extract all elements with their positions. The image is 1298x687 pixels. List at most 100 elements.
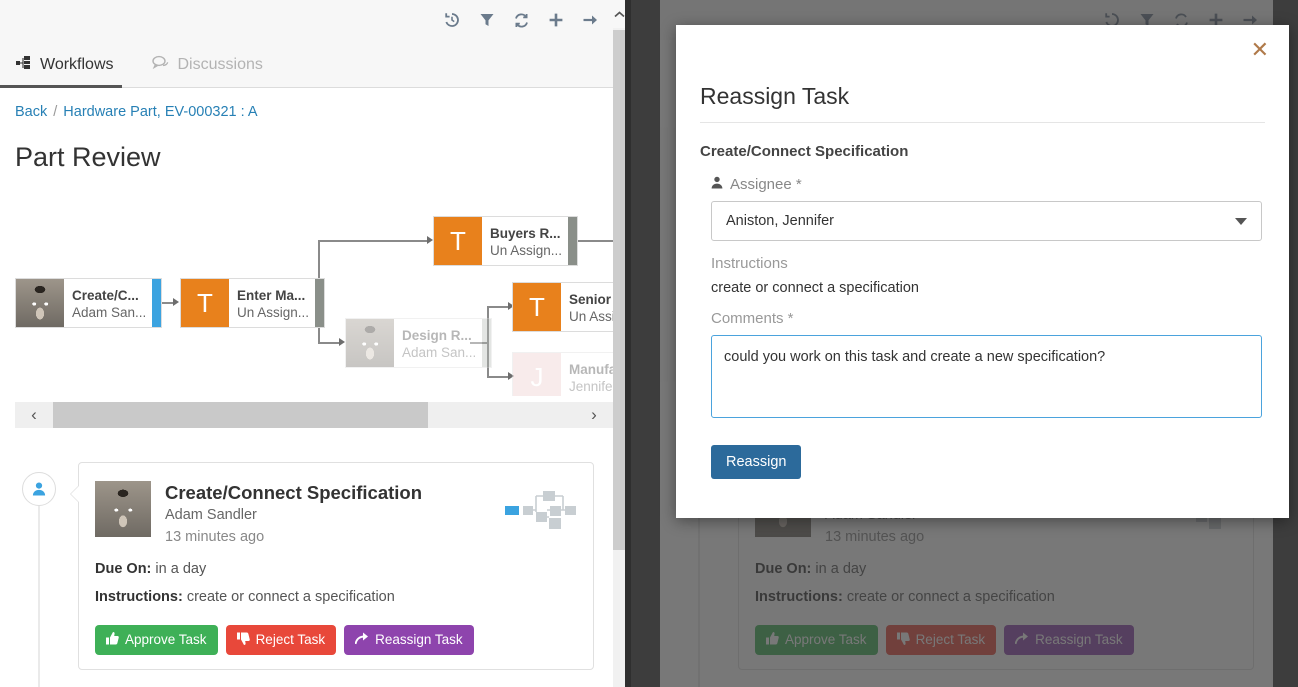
node-glyph: J bbox=[513, 353, 561, 396]
edge-to-manufacturing bbox=[487, 376, 509, 378]
close-icon[interactable]: ✕ bbox=[1250, 37, 1269, 62]
plus-icon bbox=[1208, 12, 1224, 28]
thumbs-down-icon bbox=[236, 632, 250, 648]
arrow-right-icon[interactable] bbox=[582, 12, 599, 28]
edge-design-vertical bbox=[487, 306, 489, 378]
page-title: Part Review bbox=[15, 142, 161, 172]
task-timestamp: 13 minutes ago bbox=[165, 528, 265, 545]
overlay-reject-task-button: Reject Task bbox=[885, 624, 997, 655]
workflow-node-enter-ma[interactable]: T Enter Ma... Un Assign... bbox=[180, 278, 326, 328]
reject-task-button[interactable]: Reject Task bbox=[225, 624, 337, 655]
refresh-icon[interactable] bbox=[513, 12, 530, 29]
task-title: Create/Connect Specification bbox=[165, 482, 423, 503]
modal-title: Reassign Task bbox=[700, 83, 850, 109]
workflow-diagram[interactable]: Create/C... Adam San... T Enter Ma... Un… bbox=[15, 196, 613, 396]
thumbs-down-icon bbox=[896, 632, 910, 648]
overlay-reassign-task-label: Reassign Task bbox=[1035, 632, 1123, 648]
chevron-down-icon[interactable] bbox=[1235, 217, 1247, 225]
node-status-bar bbox=[568, 217, 578, 265]
node-subtitle: Adam San... bbox=[402, 344, 477, 360]
instructions-text: create or connect a specification bbox=[711, 280, 919, 296]
reassign-submit-button[interactable]: Reassign bbox=[711, 445, 802, 479]
task-card: Create/Connect Specification Adam Sandle… bbox=[70, 462, 594, 670]
assignee-select[interactable]: Aniston, Jennifer bbox=[711, 201, 1262, 241]
node-title: Design R... bbox=[402, 327, 472, 343]
workflow-minimap-icon[interactable] bbox=[505, 489, 577, 536]
edge-to-buyers bbox=[318, 240, 428, 242]
thumbs-up-icon bbox=[766, 631, 779, 648]
overlay-task-instructions-label: Instructions: bbox=[755, 588, 843, 605]
arrowhead-senior bbox=[508, 302, 514, 310]
edge-create-enter bbox=[154, 302, 174, 304]
vertical-scrollbar-thumb[interactable] bbox=[613, 30, 625, 550]
overlay-task-due-value: in a day bbox=[815, 560, 867, 577]
comments-label: Comments * bbox=[711, 310, 794, 327]
share-arrow-icon bbox=[354, 632, 369, 648]
node-title: Senior D bbox=[569, 291, 613, 307]
chevron-up-icon[interactable] bbox=[613, 0, 625, 28]
task-user: Adam Sandler bbox=[165, 507, 257, 524]
node-subtitle: Jennifer bbox=[569, 378, 613, 394]
tab-bar: Workflows Discussions bbox=[0, 40, 613, 88]
filter-icon bbox=[1139, 12, 1155, 28]
breadcrumb: Back / Hardware Part, EV-000321 : A bbox=[15, 104, 258, 120]
timeline-connector bbox=[38, 506, 40, 687]
node-status-bar bbox=[482, 319, 492, 367]
overlay-approve-task-label: Approve Task bbox=[785, 632, 867, 648]
plus-icon[interactable] bbox=[548, 12, 564, 28]
reassign-task-modal: ✕ Reassign Task Create/Connect Specifica… bbox=[676, 25, 1289, 518]
breadcrumb-back[interactable]: Back bbox=[15, 104, 48, 120]
overlay-task-instructions-row: Instructions: create or connect a specif… bbox=[755, 589, 1237, 605]
workflow-icon bbox=[16, 55, 31, 75]
page-vertical-scrollbar[interactable] bbox=[613, 0, 625, 687]
task-instructions-value: create or connect a specification bbox=[186, 588, 395, 605]
task-due-label: Due On: bbox=[95, 560, 152, 577]
diagram-horizontal-scrollbar[interactable]: ‹ › bbox=[15, 402, 613, 428]
arrowhead-manufacturing bbox=[508, 372, 514, 380]
modal-divider bbox=[700, 122, 1265, 123]
overlay-approve-task-button: Approve Task bbox=[755, 624, 878, 655]
timeline-avatar-badge bbox=[22, 472, 56, 506]
filter-icon[interactable] bbox=[479, 12, 495, 28]
task-instructions-row: Instructions: create or connect a specif… bbox=[95, 589, 577, 605]
edge-design-split bbox=[470, 342, 488, 344]
arrow-right-icon bbox=[1242, 12, 1259, 28]
thumbs-up-icon bbox=[106, 631, 119, 648]
workflow-node-create[interactable]: Create/C... Adam San... bbox=[15, 278, 163, 328]
workflow-node-design-r[interactable]: Design R... Adam San... bbox=[345, 318, 493, 368]
task-due-row: Due On: in a day bbox=[95, 561, 577, 577]
history-icon[interactable] bbox=[443, 11, 461, 29]
scroll-left-icon[interactable]: ‹ bbox=[31, 405, 37, 424]
edge-to-senior bbox=[487, 306, 509, 308]
node-title: Manufa bbox=[569, 361, 613, 377]
tab-discussions[interactable]: Discussions bbox=[136, 55, 285, 87]
approve-task-button[interactable]: Approve Task bbox=[95, 624, 218, 655]
reassign-task-label: Reassign Task bbox=[375, 632, 463, 648]
overlay-task-timestamp: 13 minutes ago bbox=[825, 528, 925, 545]
node-status-bar bbox=[315, 279, 325, 327]
tab-workflows[interactable]: Workflows bbox=[0, 55, 136, 88]
node-glyph: T bbox=[181, 279, 229, 327]
node-subtitle: Un Assign... bbox=[237, 304, 310, 320]
panel-divider bbox=[625, 0, 631, 687]
overlay-task-due-row: Due On: in a day bbox=[755, 561, 1237, 577]
workflow-node-senior-d[interactable]: T Senior D Un Assig bbox=[512, 282, 613, 332]
node-title: Enter Ma... bbox=[237, 287, 306, 303]
scrollbar-thumb[interactable] bbox=[53, 402, 428, 428]
overlay-reassign-task-button: Reassign Task bbox=[1004, 624, 1134, 655]
breadcrumb-separator: / bbox=[53, 104, 58, 120]
breadcrumb-current[interactable]: Hardware Part, EV-000321 : A bbox=[63, 104, 258, 120]
tab-workflows-label: Workflows bbox=[40, 56, 114, 73]
scroll-right-icon[interactable]: › bbox=[591, 405, 597, 424]
share-arrow-icon bbox=[1014, 632, 1029, 648]
reassign-task-button[interactable]: Reassign Task bbox=[344, 624, 474, 655]
arrowhead-design bbox=[339, 338, 345, 346]
main-app-panel: Workflows Discussions Back / Hardware Part… bbox=[0, 0, 613, 687]
comments-textarea[interactable] bbox=[711, 335, 1262, 418]
node-status-bar bbox=[152, 279, 162, 327]
instructions-label: Instructions bbox=[711, 255, 788, 272]
workflow-node-buyers-r[interactable]: T Buyers R... Un Assign... bbox=[433, 216, 579, 266]
workflow-node-manufacturing[interactable]: J Manufa Jennifer bbox=[512, 352, 613, 396]
overlay-reject-task-label: Reject Task bbox=[915, 632, 986, 648]
scrollbar-track[interactable] bbox=[53, 402, 575, 428]
